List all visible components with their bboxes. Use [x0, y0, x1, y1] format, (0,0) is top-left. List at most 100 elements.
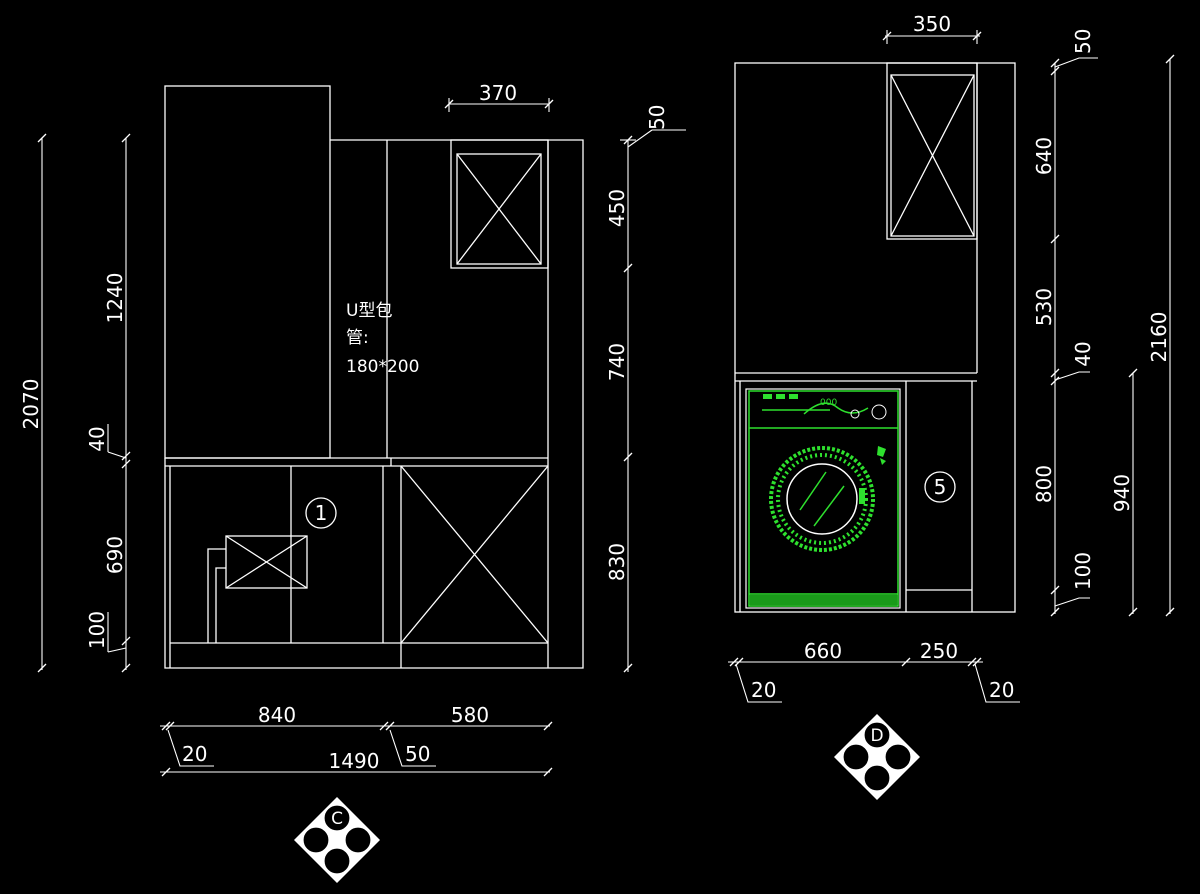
dimension-tick — [967, 657, 977, 667]
dim-top-gap: 50 — [645, 105, 669, 130]
washer-display: 000 — [820, 398, 837, 408]
note-line-3: 180*200 — [346, 357, 419, 377]
dimension-tick — [1128, 368, 1138, 378]
dimension-tick — [121, 451, 131, 461]
dimension-line — [974, 663, 1020, 703]
water-heater-box — [225, 535, 308, 589]
elevation-label-d: D — [870, 726, 883, 746]
wall-cabinet-door — [890, 74, 975, 237]
dimension-tick — [623, 452, 633, 462]
wall-cabinet-door — [456, 153, 542, 265]
dimension-line — [167, 729, 214, 767]
dimension-tick — [1050, 234, 1060, 244]
dim-left-upper: 1240 — [103, 273, 127, 324]
dim-right-lower: 830 — [605, 543, 629, 581]
dim-bottom-offset-mid: 50 — [405, 742, 430, 766]
cross-line — [456, 153, 542, 265]
dim-right-upper: 640 — [1032, 137, 1056, 175]
dim-right-total: 2160 — [1147, 312, 1171, 363]
dimension-tick — [1050, 376, 1060, 386]
dimension-tick — [165, 721, 175, 731]
note-line-2: 管: — [346, 328, 369, 348]
cross-line — [225, 535, 308, 589]
dimension-tick — [1165, 607, 1175, 617]
dimension-tick — [37, 133, 47, 143]
dimension-tick — [37, 663, 47, 673]
elevation-marker-c: C — [294, 797, 380, 883]
note-line-1: U型包 — [346, 301, 392, 321]
wall-cabinet-outer — [886, 62, 978, 240]
pipe — [207, 548, 226, 643]
dimension-line — [627, 129, 653, 148]
dimension-tick — [385, 721, 395, 731]
dim-bottom-right: 580 — [451, 703, 489, 727]
dim-bottom-offset-left: 20 — [182, 742, 207, 766]
dimension-tick — [121, 133, 131, 143]
dim-top-width: 350 — [913, 12, 951, 36]
dimension-tick — [972, 657, 982, 667]
cross-line — [890, 74, 975, 237]
dimension-tick — [1050, 66, 1060, 76]
callout-circle — [924, 471, 956, 503]
dimension-tick — [121, 459, 131, 469]
dimension-tick — [544, 99, 554, 109]
dim-right-top: 50 — [1071, 29, 1095, 54]
dim-left-plinth: 100 — [85, 611, 109, 649]
dimension-tick — [1050, 368, 1060, 378]
dimension-line — [389, 729, 436, 767]
dimension-tick — [444, 99, 454, 109]
dim-bottom-offset-right: 20 — [989, 678, 1014, 702]
pipe — [215, 567, 226, 643]
cabinet-outline — [734, 62, 1016, 613]
dim-top-width: 370 — [479, 81, 517, 105]
dimension-tick — [121, 663, 131, 673]
dim-bottom-left: 840 — [258, 703, 296, 727]
dim-bottom-right: 250 — [920, 639, 958, 663]
dim-right-washer: 940 — [1110, 474, 1134, 512]
dimension-tick — [729, 657, 739, 667]
dimension-tick — [882, 31, 892, 41]
dimension-tick — [623, 663, 633, 673]
dim-right-middle: 530 — [1032, 288, 1056, 326]
dim-bottom-total: 1490 — [329, 749, 380, 773]
tall-upper-panel — [164, 85, 331, 459]
dimension-line — [1054, 57, 1098, 68]
dimension-tick — [161, 721, 171, 731]
dim-bottom-offset-left: 20 — [751, 678, 776, 702]
dimension-tick — [1050, 607, 1060, 617]
dimension-line — [1054, 371, 1090, 381]
dimension-tick — [1050, 58, 1060, 68]
dimension-tick — [623, 263, 633, 273]
dim-right-lower: 800 — [1032, 465, 1056, 503]
dimension-tick — [161, 767, 171, 777]
dimension-tick — [1165, 54, 1175, 64]
callout-circle — [305, 497, 337, 529]
callout-number: 5 — [934, 475, 947, 499]
dim-right-middle: 740 — [605, 343, 629, 381]
dim-right-counter: 40 — [1071, 341, 1095, 366]
dimension-tick — [543, 767, 553, 777]
elevation-label-c: C — [331, 809, 343, 829]
dimension-tick — [379, 721, 389, 731]
dim-left-total: 2070 — [19, 379, 43, 430]
dimension-tick — [901, 657, 911, 667]
dimension-tick — [121, 636, 131, 646]
elevation-marker-d: D — [834, 714, 920, 800]
dimension-tick — [972, 31, 982, 41]
dim-right-plinth: 100 — [1071, 552, 1095, 590]
dimension-line — [1054, 597, 1090, 607]
wall-cabinet-outer — [450, 139, 549, 269]
dimension-line — [735, 663, 782, 703]
cross-line — [400, 465, 549, 644]
dim-bottom-left: 660 — [804, 639, 842, 663]
callout-number: 1 — [315, 501, 328, 525]
dim-left-lower: 690 — [103, 536, 127, 574]
elevation-d: 5 000 350 — [728, 12, 1175, 800]
cabinet-outline — [164, 139, 584, 669]
washing-machine: 000 — [745, 388, 901, 609]
dimension-tick — [543, 721, 553, 731]
dimension-line — [107, 451, 127, 459]
dim-right-upper: 450 — [605, 189, 629, 227]
dimension-tick — [1128, 607, 1138, 617]
dimension-line — [107, 647, 127, 653]
